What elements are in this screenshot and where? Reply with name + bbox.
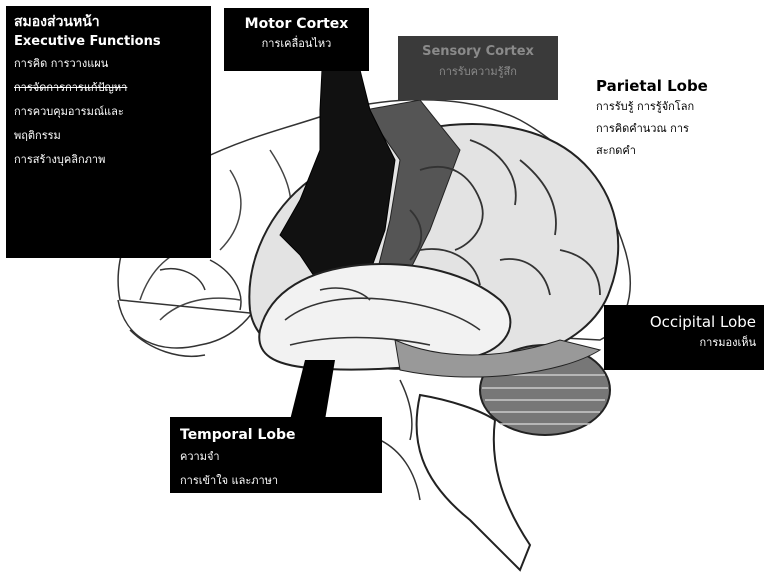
temporal-line-2: การเข้าใจ และภาษา: [180, 469, 372, 493]
motor-title: Motor Cortex: [230, 14, 363, 34]
temporal-line-1: ความจำ: [180, 445, 372, 469]
frontal-title-th: สมองส่วนหน้า: [14, 12, 203, 32]
parietal-lobe-label: Parietal Lobe การรับรู้ การรู้จักโลก การ…: [596, 76, 762, 162]
parietal-line-3: สะกดคำ: [596, 140, 762, 162]
temporal-pointer: [290, 360, 335, 420]
temporal-lobe-label: Temporal Lobe ความจำ การเข้าใจ และภาษา: [170, 417, 382, 493]
occipital-lobe-label: Occipital Lobe การมองเห็น: [604, 305, 764, 370]
frontal-line-5: การสร้างบุคลิกภาพ: [14, 148, 203, 172]
sensory-cortex-label: Sensory Cortex การรับความรู้สึก: [398, 36, 558, 100]
sensory-title: Sensory Cortex: [406, 42, 550, 62]
occipital-title: Occipital Lobe: [612, 311, 756, 333]
motor-pointer: [322, 70, 360, 110]
motor-cortex-label: Motor Cortex การเคลื่อนไหว: [224, 8, 369, 71]
parietal-title: Parietal Lobe: [596, 76, 762, 96]
brainstem-side: [380, 380, 420, 500]
frontal-lobe-label: สมองส่วนหน้า Executive Functions การคิด …: [6, 6, 211, 258]
temporal-title: Temporal Lobe: [180, 425, 372, 445]
motor-subtitle: การเคลื่อนไหว: [230, 34, 363, 54]
frontal-line-4: พฤติกรรม: [14, 124, 203, 148]
frontal-line-2: การจัดการการแก้ปัญหา: [14, 76, 203, 100]
parietal-line-2: การคิดคำนวณ การ: [596, 118, 762, 140]
occipital-subtitle: การมองเห็น: [612, 333, 756, 353]
sensory-subtitle: การรับความรู้สึก: [406, 62, 550, 82]
frontal-line-3: การควบคุมอารมณ์และ: [14, 100, 203, 124]
frontal-line-1: การคิด การวางแผน: [14, 52, 203, 76]
frontal-title-en: Executive Functions: [14, 32, 203, 52]
parietal-line-1: การรับรู้ การรู้จักโลก: [596, 96, 762, 118]
